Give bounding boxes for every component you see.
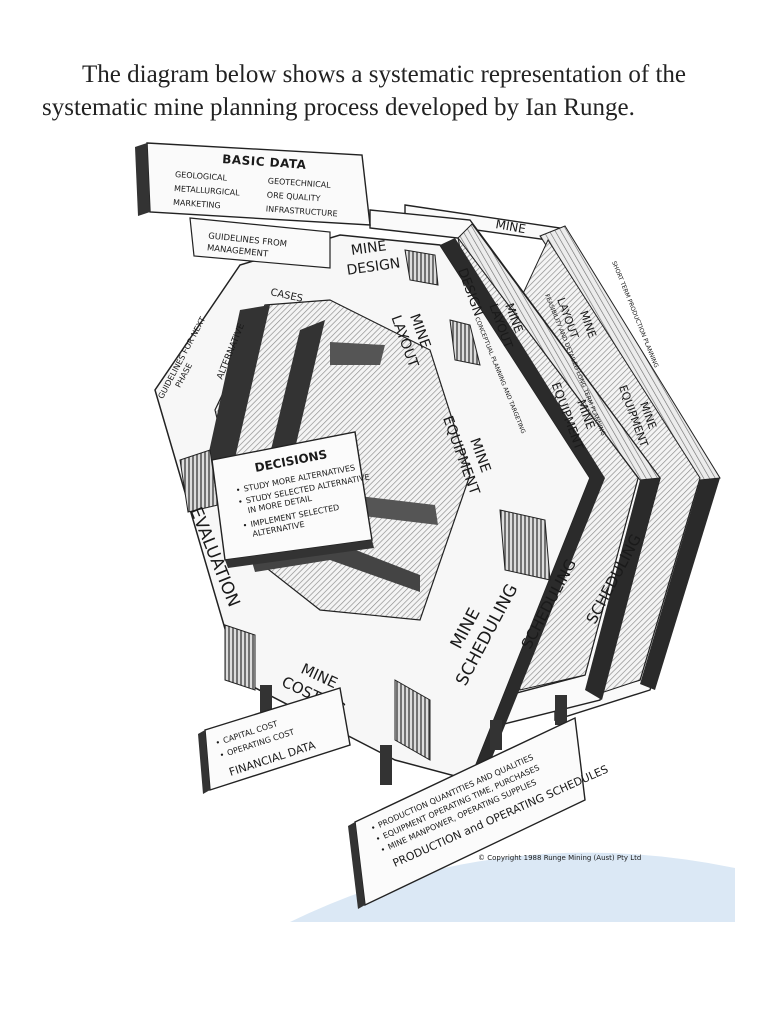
financial-data-panel: • CAPITAL COST • OPERATING COST FINANCIA… bbox=[198, 687, 351, 794]
bullet: • bbox=[369, 823, 377, 833]
basic-data-item: GEOLOGICAL bbox=[175, 170, 228, 183]
hexagon-stands bbox=[260, 685, 567, 785]
bullet: • bbox=[235, 485, 241, 495]
basic-data-title: BASIC DATA bbox=[222, 152, 307, 172]
decisions-panel: DECISIONS • STUDY MORE ALTERNATIVES • ST… bbox=[211, 431, 374, 568]
bullet: • bbox=[237, 497, 243, 507]
intro-text: The diagram below shows a systematic rep… bbox=[42, 61, 686, 121]
basic-data-item: MARKETING bbox=[173, 198, 221, 210]
basic-data-panel: BASIC DATA GEOLOGICAL METALLURGICAL MARK… bbox=[135, 142, 371, 226]
mine-design-label: DESIGN bbox=[346, 255, 402, 278]
mine-design-label: MINE bbox=[350, 238, 387, 259]
bullet: • bbox=[379, 845, 387, 855]
back-mine-label: MINE bbox=[494, 217, 526, 236]
basic-data-item: GEOTECHNICAL bbox=[267, 176, 331, 189]
bullet: • bbox=[214, 738, 221, 748]
bullet: • bbox=[218, 750, 225, 760]
bullet: • bbox=[374, 834, 382, 844]
guidelines-panel: GUIDELINES FROM MANAGEMENT bbox=[189, 217, 331, 269]
copyright-text: © Copyright 1988 Runge Mining (Aust) Pty… bbox=[478, 854, 641, 862]
background-arc bbox=[290, 852, 735, 922]
bullet: • bbox=[242, 521, 248, 531]
basic-data-item: ORE QUALITY bbox=[267, 190, 321, 203]
mine-planning-diagram: BASIC DATA GEOLOGICAL METALLURGICAL MARK… bbox=[135, 142, 735, 922]
